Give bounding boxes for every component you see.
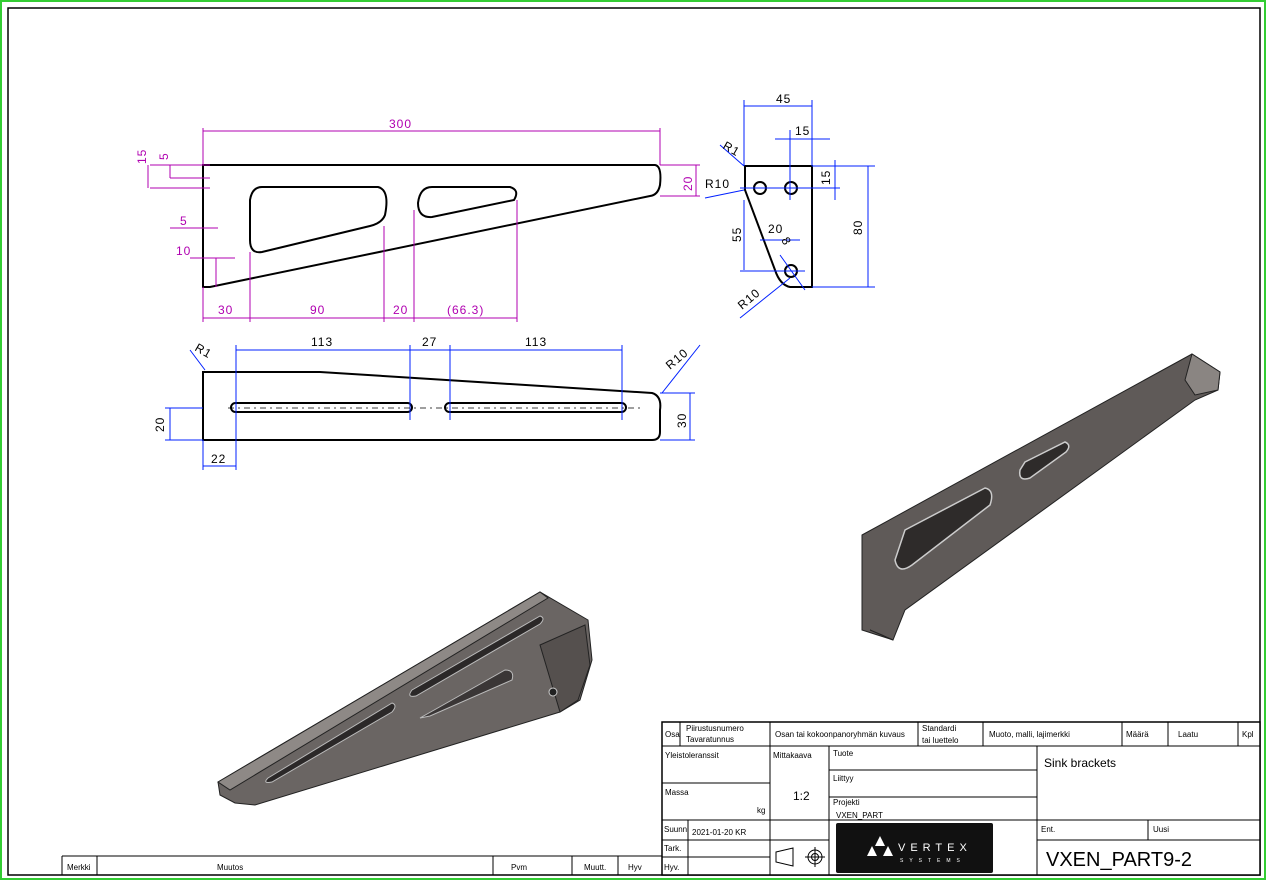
col-pvm: Pvm — [511, 863, 527, 872]
col-hyv: Hyv — [628, 863, 642, 872]
col-muutt: Muutt. — [584, 863, 606, 872]
dim-20b: 20 — [393, 303, 408, 317]
hdr-kpl: Kpl — [1242, 730, 1254, 739]
part-number: VXEN_PART9-2 — [1046, 849, 1192, 871]
label-liittyy: Liittyy — [833, 774, 853, 783]
dim-5: 5 — [157, 152, 171, 160]
projekti-value: VXEN_PART — [836, 811, 883, 820]
dim-90: 90 — [310, 303, 325, 317]
dim-r10: R10 — [705, 177, 730, 191]
bracket-front-outline — [202, 164, 662, 288]
label-projekti: Projekti — [833, 798, 860, 807]
dim-20: 20 — [681, 176, 695, 191]
dim-30-top: 30 — [675, 413, 689, 428]
isometric-view-right — [861, 353, 1221, 641]
hdr-osa: Osa — [665, 730, 680, 739]
drawing-title: Sink brackets — [1044, 756, 1116, 770]
projection-symbol-icon — [775, 847, 825, 867]
large-cutout — [249, 186, 388, 254]
dim-45: 45 — [776, 92, 791, 106]
hdr-muoto: Muoto, malli, lajimerkki — [989, 730, 1070, 739]
label-hyv: Hyv. — [664, 863, 679, 872]
hdr-tai-luettelo: tai luettelo — [922, 736, 959, 745]
hdr-kuvaus: Osan tai kokoonpanoryhmän kuvaus — [775, 730, 905, 739]
dim-30: 30 — [218, 303, 233, 317]
dim-20-side: 20 — [768, 222, 783, 236]
dim-27: 27 — [422, 335, 437, 349]
label-tark: Tark. — [664, 844, 681, 853]
small-cutout — [416, 186, 518, 219]
massa-unit: kg — [757, 806, 765, 815]
dim-22: 22 — [211, 452, 226, 466]
bracket-top-outline — [202, 371, 662, 441]
dim-15: 15 — [135, 149, 149, 164]
label-uusi: Uusi — [1153, 825, 1169, 834]
bracket-side-outline — [744, 165, 813, 288]
hdr-laatu: Laatu — [1178, 730, 1198, 739]
label-suunn: Suunn — [664, 825, 687, 834]
label-massa: Massa — [665, 788, 689, 797]
dim-113a: 113 — [311, 335, 333, 349]
col-merkki: Merkki — [67, 863, 91, 872]
scale-value: 1:2 — [793, 789, 810, 803]
dim-66-3: (66.3) — [447, 303, 484, 317]
label-tuote: Tuote — [833, 749, 854, 758]
logo-sub: SYSTEMS — [900, 858, 966, 864]
front-view: 300 15 5 5 10 20 30 90 20 (66.3) — [135, 117, 700, 322]
dim-80: 80 — [851, 220, 865, 235]
logo-text: VERTEX — [898, 842, 972, 854]
suunn-value: 2021-01-20 KR — [692, 828, 746, 837]
hdr-standardi: Standardi — [922, 724, 956, 733]
hdr-piirustusnumero: Piirustusnumero — [686, 724, 744, 733]
col-muutos: Muutos — [217, 863, 243, 872]
dim-20-top: 20 — [153, 417, 167, 432]
isometric-view-left — [217, 591, 593, 806]
dim-15-vert: 15 — [819, 170, 833, 185]
title-block: Osa Piirustusnumero Tavaratunnus Osan ta… — [661, 721, 1261, 876]
dim-10: 10 — [176, 244, 191, 258]
revision-table: Merkki Muutos Pvm Muutt. Hyv — [61, 855, 662, 875]
hdr-maara: Määrä — [1126, 730, 1149, 739]
dim-300: 300 — [389, 117, 412, 131]
label-ent: Ent. — [1041, 825, 1055, 834]
label-yleistoleranssit: Yleistoleranssit — [665, 751, 720, 760]
dim-55: 55 — [730, 227, 744, 242]
drawing-frame — [7, 7, 1261, 876]
dim-113b: 113 — [525, 335, 547, 349]
dim-5b: 5 — [180, 214, 188, 228]
label-mittakaava: Mittakaava — [773, 751, 812, 760]
vertex-logo: VERTEX SYSTEMS — [836, 823, 993, 873]
hdr-tavaratunnus: Tavaratunnus — [686, 735, 734, 744]
dim-15-side: 15 — [795, 124, 810, 138]
